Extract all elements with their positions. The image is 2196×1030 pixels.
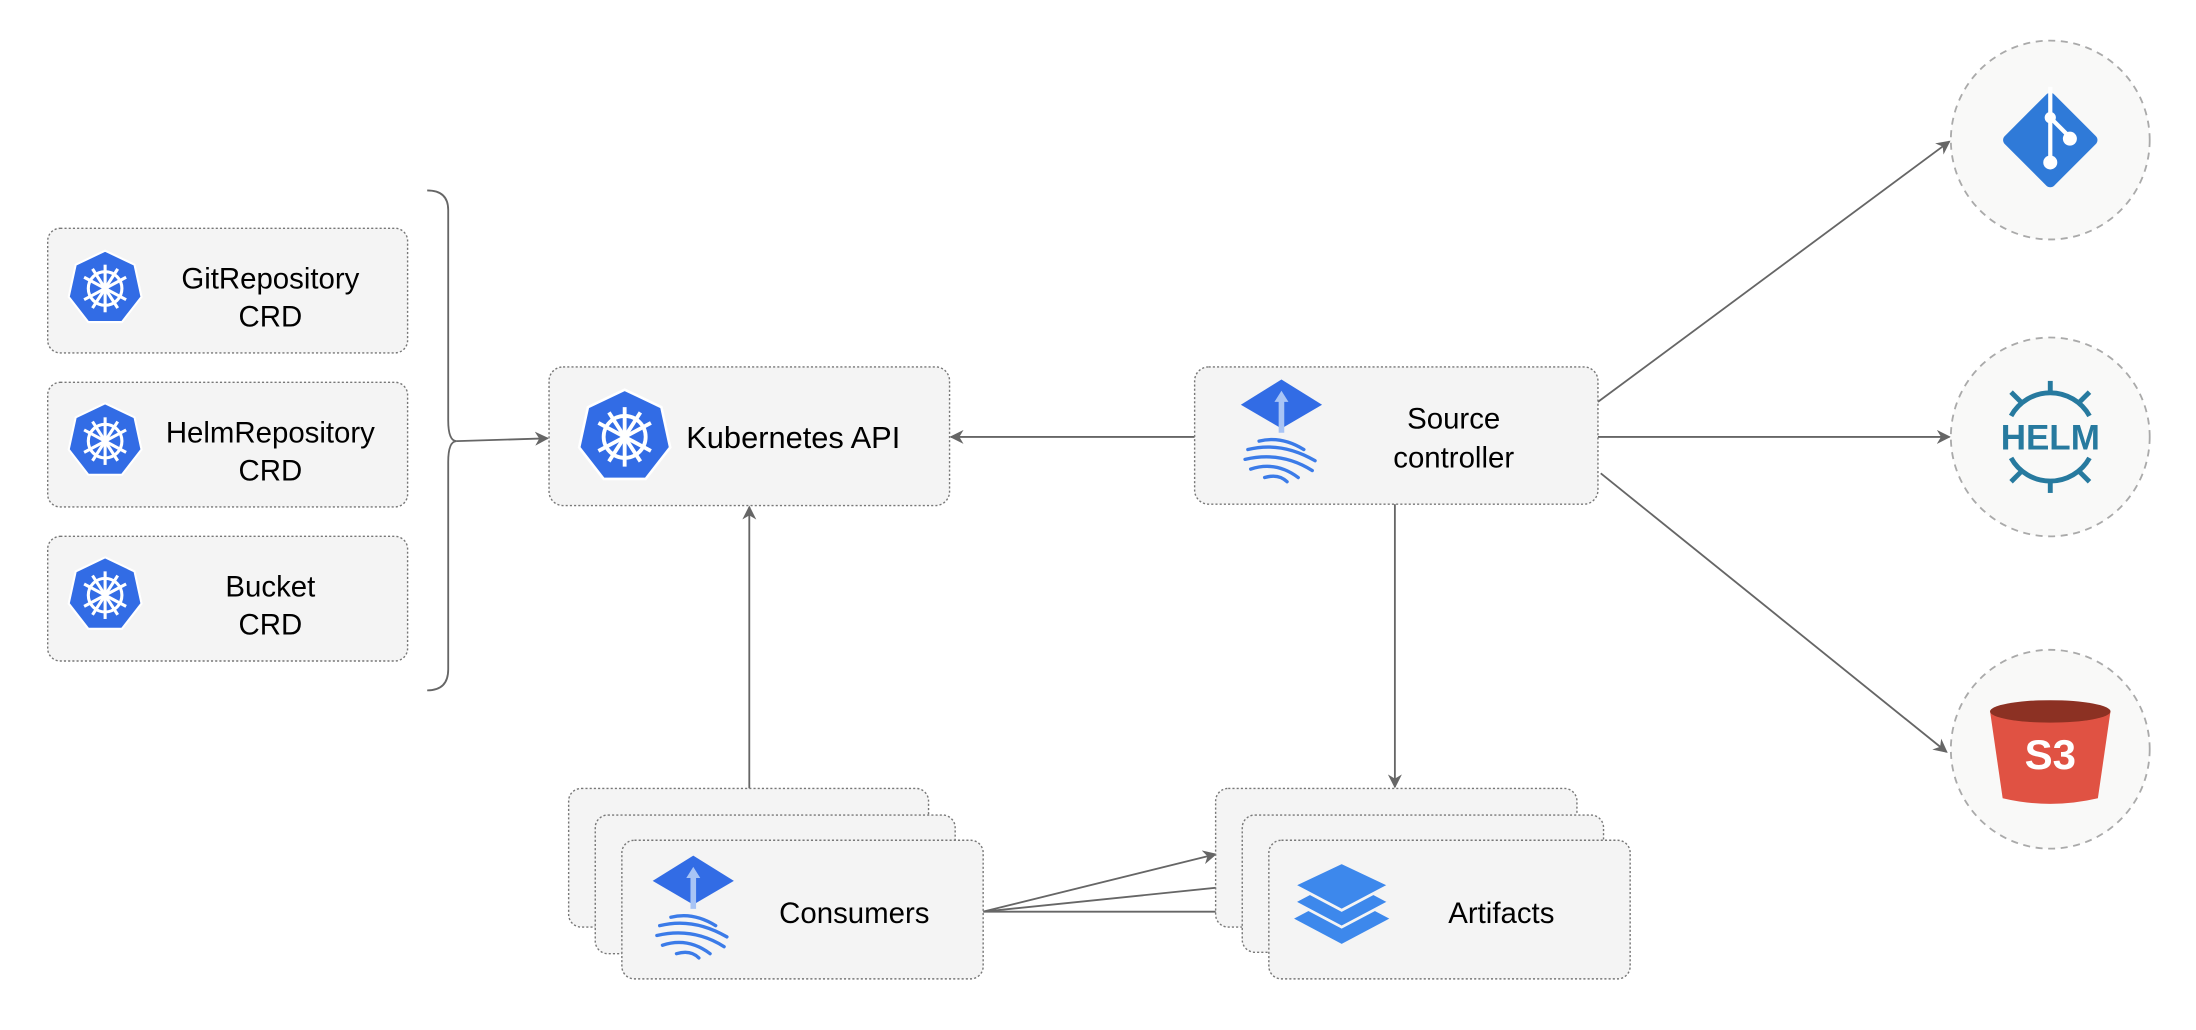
helm-icon xyxy=(2008,380,2092,493)
crd-label: GitRepository xyxy=(181,262,359,295)
kubernetes-api-node[interactable]: Kubernetes API xyxy=(548,366,951,507)
crd-brace xyxy=(427,189,457,692)
s3-bucket-icon xyxy=(1990,700,2111,804)
consumers-node[interactable]: Consumers xyxy=(567,787,984,980)
helm-source-node[interactable]: HELM xyxy=(1949,336,2151,538)
source-controller-label: Source xyxy=(1407,403,1500,436)
edge-controller-to-s3 xyxy=(1600,472,1948,753)
artifacts-label: Artifacts xyxy=(1448,897,1554,930)
git-icon xyxy=(2003,86,2098,188)
edge-crds-to-api xyxy=(456,431,550,446)
s3-wordmark: S3 xyxy=(2025,731,2076,778)
git-source-node[interactable] xyxy=(1949,39,2151,241)
layers-icon xyxy=(1290,861,1393,944)
edge-consumers-to-artifacts-1 xyxy=(982,850,1217,913)
kubernetes-api-label: Kubernetes API xyxy=(686,420,900,455)
crd-node-helmrepository[interactable]: HelmRepository CRD xyxy=(46,381,409,508)
source-controller-node[interactable]: Source controller xyxy=(1193,366,1599,505)
edge-controller-to-git xyxy=(1597,140,1951,403)
helm-wordmark: HELM xyxy=(2001,419,2100,458)
consumers-label: Consumers xyxy=(779,897,929,930)
crd-sublabel: CRD xyxy=(239,608,303,641)
crd-label: Bucket xyxy=(225,571,315,604)
s3-source-node[interactable]: S3 xyxy=(1949,648,2151,850)
crd-node-bucket[interactable]: Bucket CRD xyxy=(46,535,409,662)
source-controller-sublabel: controller xyxy=(1393,442,1514,475)
crd-sublabel: CRD xyxy=(239,454,303,487)
crd-node-gitrepository[interactable]: GitRepository CRD xyxy=(46,227,409,354)
edge-consumers-to-artifacts-2 xyxy=(983,879,1244,913)
artifacts-node[interactable]: Artifacts xyxy=(1214,787,1631,980)
crd-label: HelmRepository xyxy=(166,417,375,450)
crd-sublabel: CRD xyxy=(239,300,303,333)
